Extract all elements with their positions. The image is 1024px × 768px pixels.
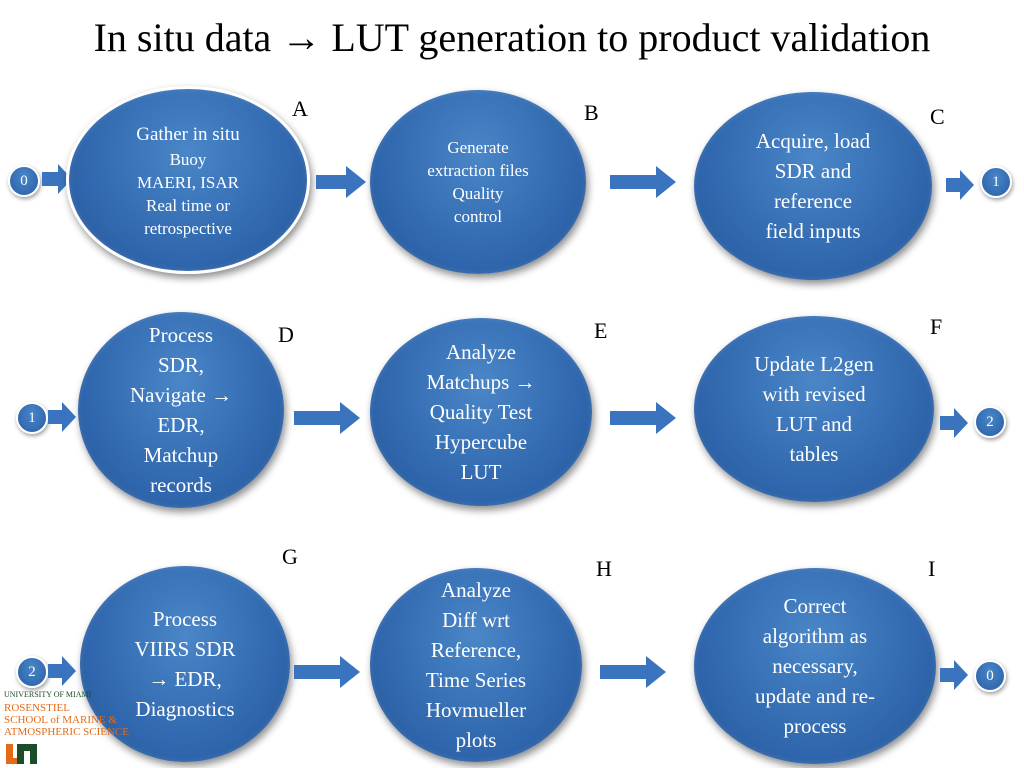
logo-rosenstiel-text: ROSENSTIEL <box>4 702 70 714</box>
node-a-line-1: Gather in situ <box>136 123 240 145</box>
connector-row2-out: 2 <box>974 406 1006 438</box>
node-c-line-4: field inputs <box>765 219 861 243</box>
node-d-process-sdr: Process SDR, Navigate → EDR, Matchup rec… <box>78 312 284 508</box>
node-g-line-1: Process <box>152 607 218 631</box>
arrow-right-icon <box>294 402 360 434</box>
arrow-right-icon <box>600 656 666 688</box>
node-c-line-3: reference <box>773 189 853 213</box>
arrow-right-icon <box>940 660 968 690</box>
node-f-line-3: LUT and <box>775 412 852 436</box>
arrow-right-icon <box>42 164 72 194</box>
node-h-line-1: Analyze <box>441 578 511 602</box>
node-a-line-4: Real time or <box>145 195 231 215</box>
node-a-line-3: MAERI, ISAR <box>136 172 239 192</box>
node-c-line-1: Acquire, load <box>755 129 871 153</box>
connector-row3-in: 2 <box>16 656 48 688</box>
node-g-line-3: → EDR, <box>148 667 222 691</box>
node-f-line-4: tables <box>789 442 839 466</box>
node-b-generate-extraction: Generate extraction files Quality contro… <box>370 90 586 274</box>
node-g-line-2: VIIRS SDR <box>134 637 236 661</box>
node-c-acquire-load: Acquire, load SDR and reference field in… <box>694 92 932 280</box>
node-a-gather-in-situ: Gather in situ Buoy MAERI, ISAR Real tim… <box>66 86 310 274</box>
node-i-correct-algorithm: Correct algorithm as necessary, update a… <box>694 568 936 764</box>
connector-row1-out: 1 <box>980 166 1012 198</box>
node-i-line-1: Correct <box>783 594 847 618</box>
connector-row3-out: 0 <box>974 660 1006 692</box>
um-logo-icon <box>6 744 37 764</box>
arrow-right-icon <box>294 656 360 688</box>
node-h-analyze-diff: Analyze Diff wrt Reference, Time Series … <box>370 568 582 762</box>
node-e-analyze-matchups: Analyze Matchups → Quality Test Hypercub… <box>370 318 592 506</box>
arrow-right-icon <box>316 166 366 198</box>
node-f-line-1: Update L2gen <box>754 352 874 376</box>
node-h-line-5: Hovmueller <box>425 698 527 722</box>
connector-row1-in: 0 <box>8 165 40 197</box>
node-e-line-1: Analyze <box>446 340 516 364</box>
logo-university-text: UNIVERSITY OF MIAMI <box>4 690 92 699</box>
node-d-line-6: records <box>150 473 212 497</box>
node-e-line-5: LUT <box>460 460 502 484</box>
page-title: In situ data → LUT generation to product… <box>93 15 931 60</box>
node-i-line-3: necessary, <box>772 654 858 678</box>
connector-row2-in: 1 <box>16 402 48 434</box>
arrow-right-icon <box>610 166 676 198</box>
label-h: H <box>596 556 612 581</box>
node-a-line-5: retrospective <box>144 218 232 238</box>
label-a: A <box>292 96 308 121</box>
node-c-line-2: SDR and <box>774 159 852 183</box>
node-d-line-5: Matchup <box>143 443 219 467</box>
node-b-line-4: control <box>453 207 503 226</box>
node-g-process-viirs: Process VIIRS SDR → EDR, Diagnostics <box>80 566 290 762</box>
node-b-line-1: Generate <box>447 138 509 157</box>
node-f-update-l2gen: Update L2gen with revised LUT and tables <box>694 316 934 502</box>
node-h-line-6: plots <box>455 728 497 752</box>
node-d-line-3: Navigate → <box>129 383 233 407</box>
logo-school-text: SCHOOL of MARINE & <box>4 714 117 726</box>
label-i: I <box>928 556 936 581</box>
node-h-line-2: Diff wrt <box>442 608 510 632</box>
node-e-line-4: Hypercube <box>434 430 528 454</box>
node-e-line-3: Quality Test <box>429 400 533 424</box>
arrow-right-icon <box>48 656 76 686</box>
label-f: F <box>930 314 943 339</box>
label-d: D <box>278 322 294 347</box>
node-h-line-3: Reference, <box>430 638 522 662</box>
label-g: G <box>282 544 298 569</box>
node-g-line-4: Diagnostics <box>135 697 235 721</box>
arrow-right-icon <box>940 408 968 438</box>
rosenstiel-logo: UNIVERSITY OF MIAMI ROSENSTIEL SCHOOL of… <box>4 690 134 768</box>
node-b-line-3: Quality <box>452 184 504 203</box>
node-d-line-2: SDR, <box>157 353 205 377</box>
label-b: B <box>584 100 599 125</box>
arrow-right-icon <box>946 170 974 200</box>
node-i-line-4: update and re- <box>754 684 876 708</box>
node-i-line-5: process <box>783 714 847 738</box>
arrow-right-icon <box>610 402 676 434</box>
node-b-line-2: extraction files <box>427 161 529 180</box>
logo-atmospheric-text: ATMOSPHERIC SCIENCE <box>4 726 129 738</box>
node-d-line-4: EDR, <box>157 413 205 437</box>
node-h-line-4: Time Series <box>425 668 527 692</box>
node-i-line-2: algorithm as <box>762 624 868 648</box>
node-e-line-2: Matchups → <box>426 370 536 394</box>
arrow-right-icon <box>48 402 76 432</box>
node-d-line-1: Process <box>148 323 214 347</box>
node-a-line-2: Buoy <box>169 149 207 169</box>
label-e: E <box>594 318 608 343</box>
label-c: C <box>930 104 945 129</box>
node-f-line-2: with revised <box>762 382 866 406</box>
